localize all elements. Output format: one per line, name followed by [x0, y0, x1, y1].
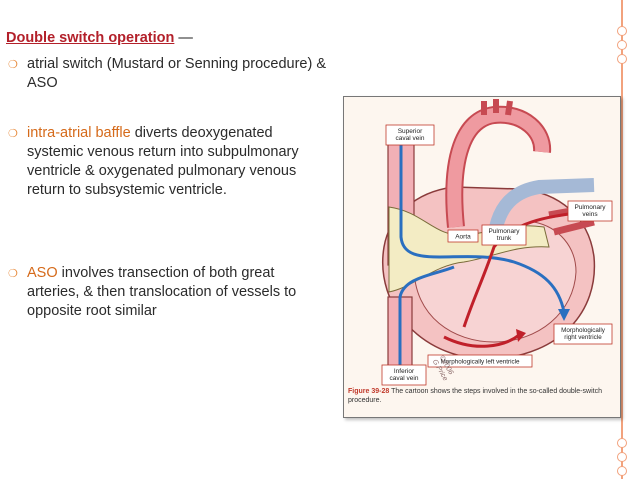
- decor-dot: [617, 40, 627, 50]
- bottom-decor-dots: [617, 438, 627, 480]
- red-arrowhead-icon: [516, 329, 526, 342]
- slide-heading: Double switch operation —: [6, 30, 193, 46]
- bullet-1-text: atrial switch (Mustard or Senning proced…: [27, 56, 326, 91]
- svg-text:Morphologically left ventricle: Morphologically left ventricle: [440, 359, 520, 366]
- aortic-arch-inner: [447, 107, 550, 228]
- caption-text: The cartoon shows the steps involved in …: [348, 388, 602, 404]
- caption-figure-number: Figure 39-28: [348, 388, 390, 395]
- lv-flow-arrow: [443, 333, 520, 348]
- oxygenated-flow-arrow: [462, 210, 585, 328]
- figure-caption: Figure 39-28 The cartoon shows the steps…: [348, 388, 616, 405]
- heading-dash: —: [174, 30, 193, 46]
- decor-dot: [617, 452, 627, 462]
- decor-dot: [617, 54, 627, 64]
- bullet-2-text: diverts deoxygenated systemic venous ret…: [27, 125, 299, 198]
- bullet-2: ❍ intra-atrial baffle diverts deoxygenat…: [8, 124, 326, 200]
- label-morphologically-left-ventricle: Morphologically left ventricle: [427, 354, 533, 368]
- bullet-marker-icon: ❍: [8, 128, 18, 140]
- bullet-3: ❍ ASO involves transection of both great…: [8, 264, 326, 321]
- bullet-marker-icon: ❍: [8, 268, 18, 280]
- bullet-marker-icon: ❍: [8, 59, 18, 71]
- bullet-3-text: involves transection of both great arter…: [27, 265, 297, 319]
- decor-dot: [617, 26, 627, 36]
- right-border-rule: [621, 0, 623, 479]
- bullet-1: ❍ atrial switch (Mustard or Senning proc…: [8, 55, 326, 93]
- label-aorta: Aorta: [447, 229, 479, 243]
- aortic-branches: [481, 99, 513, 116]
- bullet-2-lead: intra-atrial baffle: [27, 125, 131, 141]
- blue-arrowhead-icon: [558, 309, 570, 321]
- top-decor-dots: [617, 26, 627, 68]
- svg-text:Aorta: Aorta: [455, 234, 471, 241]
- deoxygenated-flow-arrow: [399, 137, 566, 313]
- heading-highlight: Double switch operation: [6, 30, 175, 46]
- decor-dot: [617, 438, 627, 448]
- decor-dot: [617, 466, 627, 476]
- bullet-3-lead: ASO: [27, 265, 58, 281]
- ivc-flow-arrow: [398, 265, 455, 367]
